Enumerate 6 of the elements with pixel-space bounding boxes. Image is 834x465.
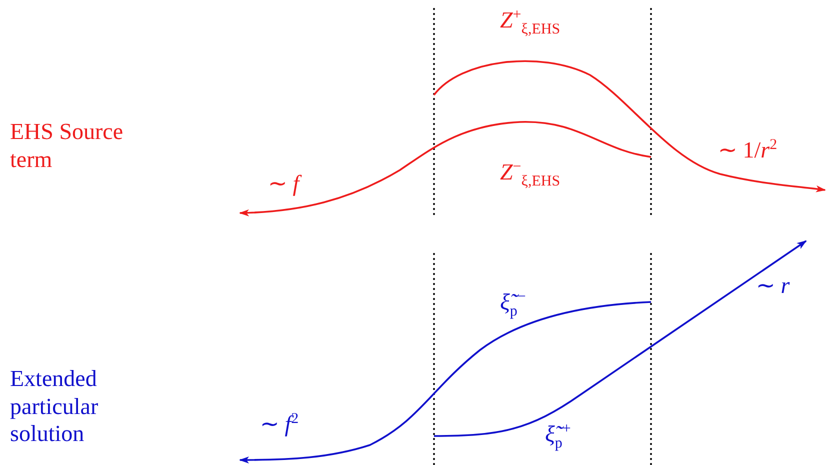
row-label: EHS Source term bbox=[10, 118, 124, 174]
math-label: ∼ f$^{2}$ bbox=[260, 410, 299, 438]
math-label: ∼ r bbox=[756, 272, 790, 300]
math-label: ∼ f bbox=[268, 170, 300, 198]
math-label: ∼ 1/r$^{2}$ bbox=[718, 136, 778, 164]
row-label: Extended particular solution bbox=[10, 365, 100, 448]
